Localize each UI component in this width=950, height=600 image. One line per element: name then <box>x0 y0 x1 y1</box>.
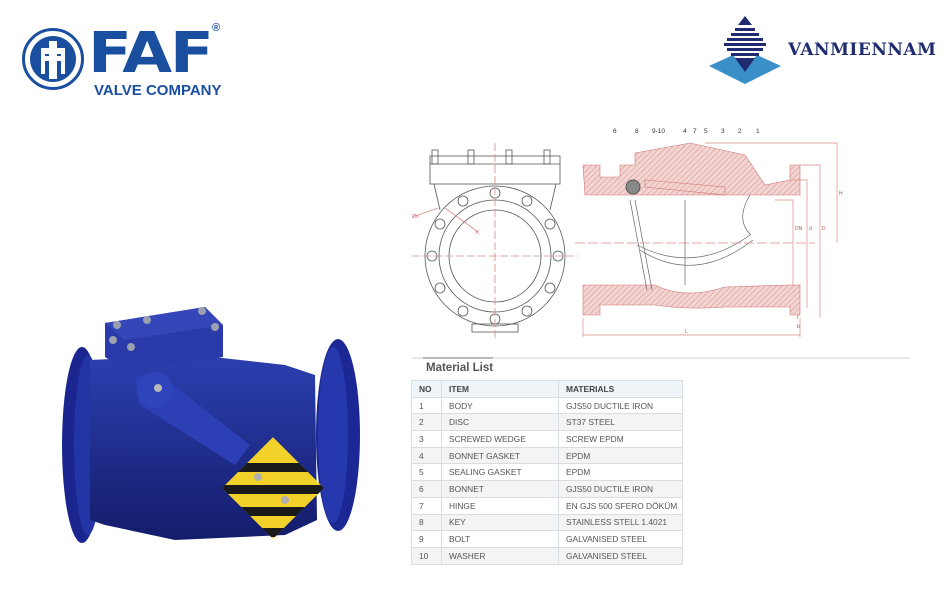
swing-check-valve-photo <box>62 307 360 543</box>
section-divider-accent <box>423 357 493 359</box>
front-view-drawing: Øn K <box>412 143 578 338</box>
section-view-drawing: 6 8 9-10 4 7 5 3 2 1 H D d DN f b L <box>575 128 843 337</box>
svg-text:7: 7 <box>693 128 697 135</box>
svg-text:L: L <box>685 329 688 335</box>
svg-text:d: d <box>809 226 812 232</box>
svg-text:H: H <box>839 191 843 197</box>
svg-text:8: 8 <box>635 128 639 135</box>
faf-logo: FAF ® VALVE COMPANY <box>22 22 232 102</box>
svg-text:3: 3 <box>721 128 725 135</box>
svg-text:f: f <box>797 315 799 321</box>
svg-text:1: 1 <box>756 128 760 135</box>
svg-text:2: 2 <box>738 128 742 135</box>
svg-text:6: 6 <box>613 128 617 135</box>
svg-text:b: b <box>797 324 800 330</box>
svg-text:9-10: 9-10 <box>652 128 665 135</box>
faf-subtitle: VALVE COMPANY <box>94 82 222 99</box>
svg-text:5: 5 <box>704 128 708 135</box>
vanmiennam-emblem-icon <box>709 16 781 84</box>
table-header-row: NO ITEM MATERIALS <box>411 380 683 398</box>
svg-text:D: D <box>822 226 826 232</box>
header-no: NO <box>411 380 442 398</box>
svg-text:Øn: Øn <box>412 214 419 220</box>
svg-text:DN: DN <box>795 226 803 232</box>
vanmiennam-wordmark: VANMIENNAM <box>788 40 937 60</box>
header-item: ITEM <box>441 380 559 398</box>
section-divider <box>412 357 910 359</box>
material-list-title: Material List <box>426 362 494 374</box>
svg-text:4: 4 <box>683 128 687 135</box>
vanmiennam-logo: VANMIENNAM <box>705 12 945 87</box>
registered-mark: ® <box>212 22 221 34</box>
faf-emblem-icon <box>22 28 84 90</box>
faf-wordmark: FAF <box>88 21 214 86</box>
svg-text:K: K <box>476 230 480 236</box>
header-materials: MATERIALS <box>558 380 683 398</box>
